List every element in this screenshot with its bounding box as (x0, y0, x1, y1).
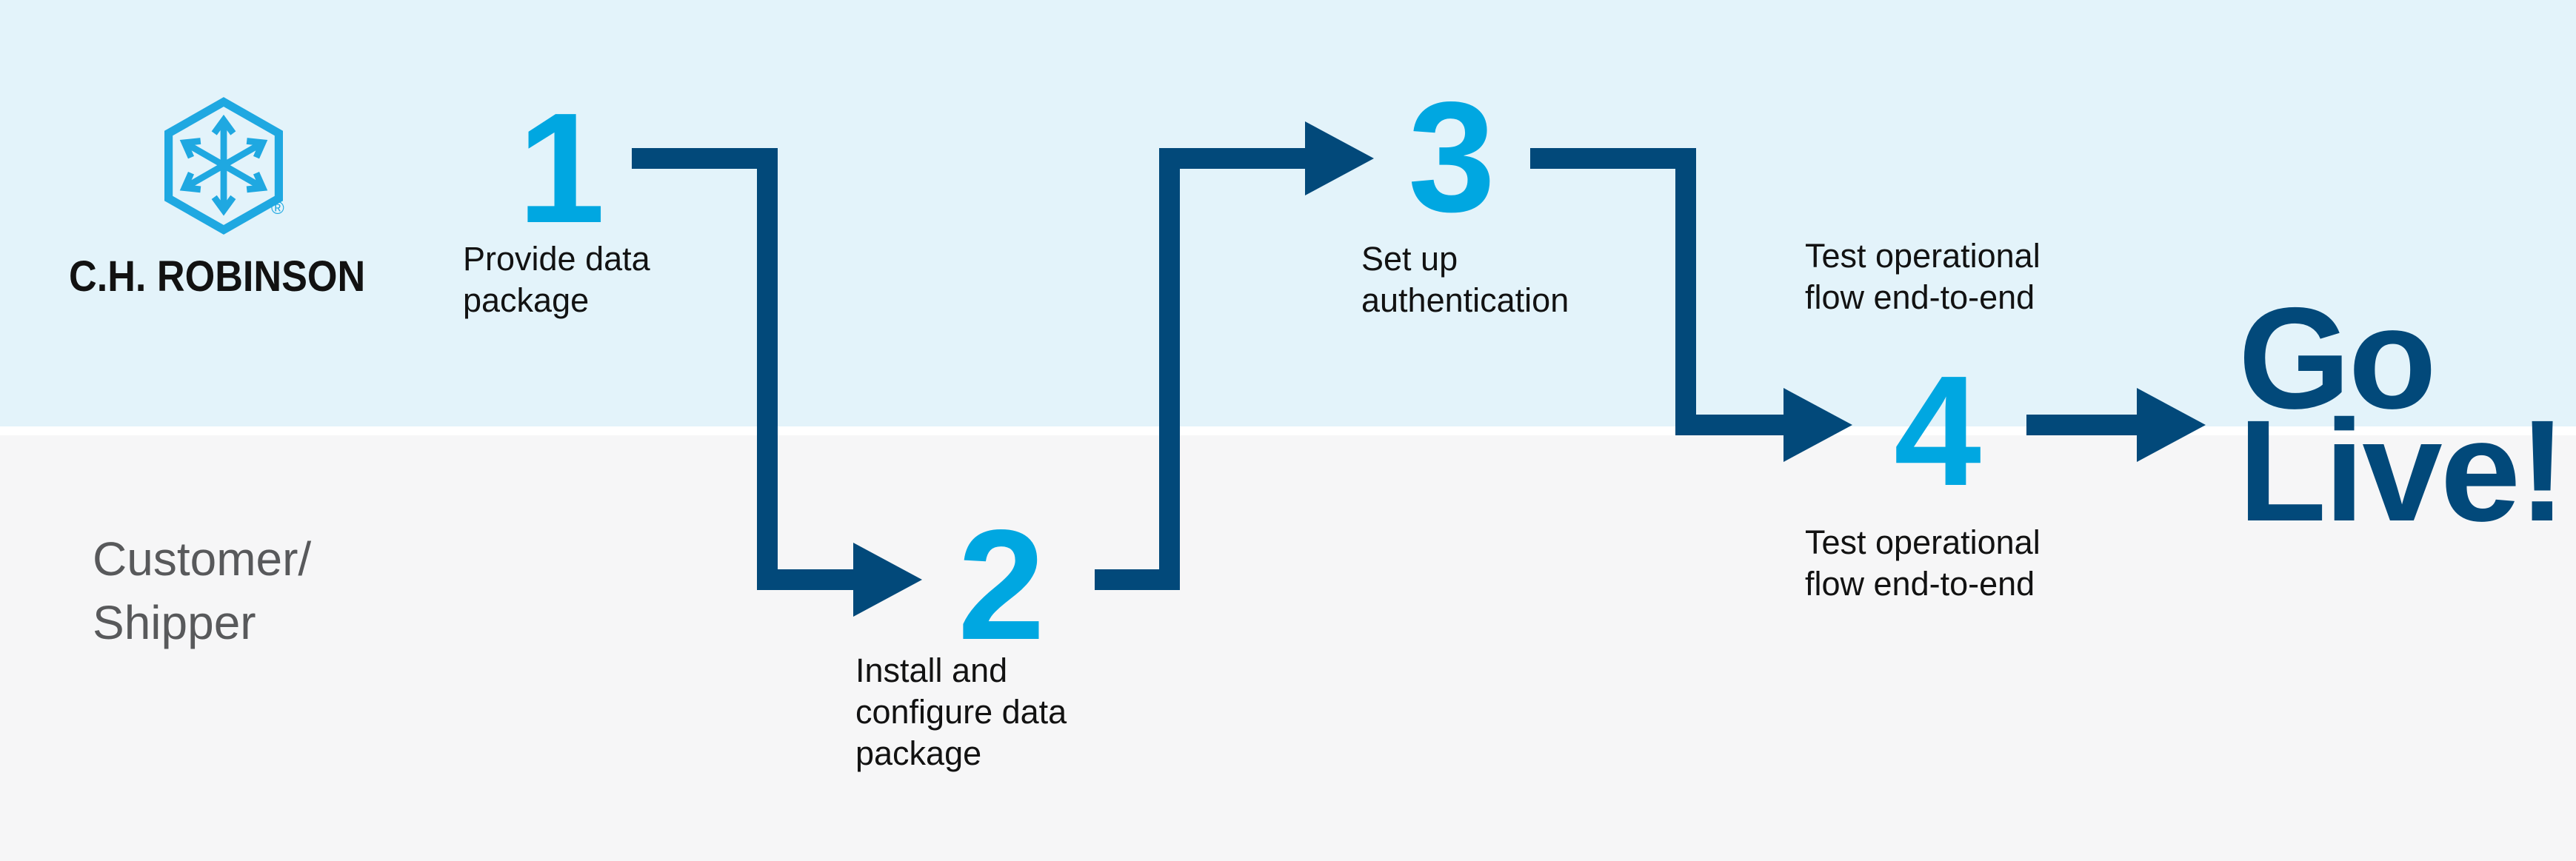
arrow-head-right-icon (2137, 388, 2206, 462)
lane-customer-shipper (0, 435, 2576, 861)
lane-divider (0, 426, 2576, 435)
step-4-number: 4 (1894, 343, 1981, 518)
lane-label-customer-shipper: Customer/ Shipper (93, 532, 312, 649)
chrobinson-logo-icon (164, 97, 283, 235)
brand-wordmark: C.H. ROBINSON (69, 252, 366, 301)
arrow-segment-horizontal (1530, 148, 1696, 169)
arrow-segment-vertical (1159, 148, 1180, 590)
arrow-segment-horizontal (632, 148, 778, 169)
logo-cube-arrows (179, 114, 268, 216)
step-1-label: Provide data package (463, 240, 650, 319)
arrow-segment-vertical (757, 148, 778, 590)
arrow-head-right-icon (1783, 388, 1852, 462)
arrow-segment-horizontal (1675, 415, 1783, 435)
step-2-label: Install and configure data package (855, 651, 1067, 772)
step-2-number: 2 (958, 497, 1045, 672)
step-4-label-above: Test operational flow end-to-end (1805, 237, 2041, 316)
step-3-number: 3 (1408, 69, 1495, 244)
registered-trademark-icon: ® (271, 198, 284, 218)
arrow-head-right-icon (1305, 121, 1374, 195)
lane-chrobinson (0, 0, 2576, 426)
step-3-label: Set up authentication (1361, 240, 1569, 319)
step-1-number: 1 (518, 80, 605, 255)
logo-hexagon-outline (164, 97, 283, 235)
arrow-segment-horizontal (757, 569, 853, 590)
arrow-segment-horizontal (2026, 415, 2137, 435)
step-4-label-below: Test operational flow end-to-end (1805, 523, 2041, 603)
arrow-head-right-icon (853, 543, 922, 617)
arrow-segment-horizontal (1159, 148, 1305, 169)
go-live-title: Go Live! (2238, 278, 2566, 552)
arrow-segment-vertical (1675, 148, 1696, 435)
